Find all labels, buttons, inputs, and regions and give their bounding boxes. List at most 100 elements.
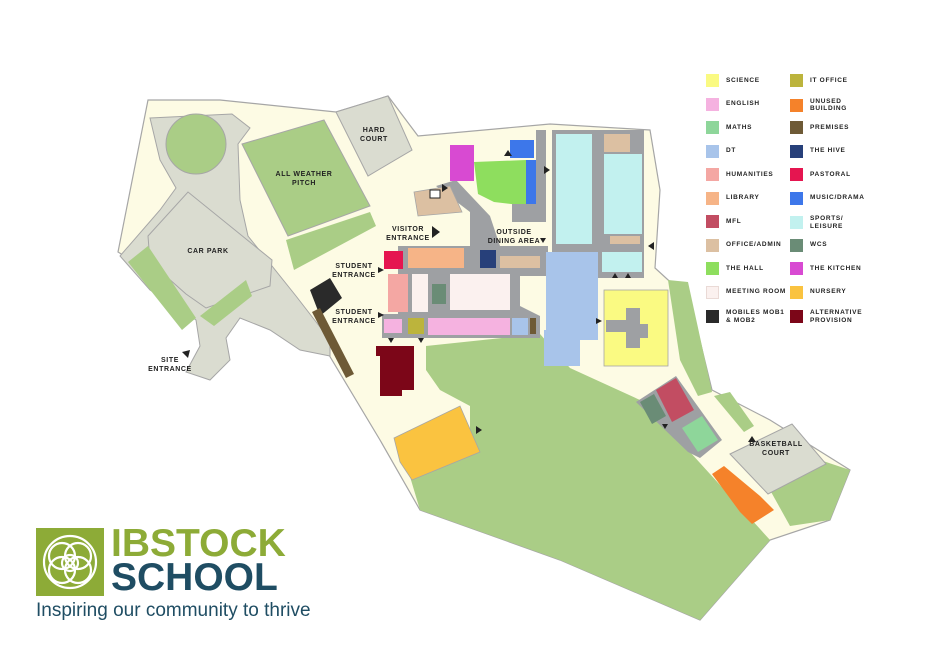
arrow-sports-3 (612, 273, 618, 278)
legend-label: SCIENCE (726, 76, 760, 84)
legend-item: MOBILES MOB1 & MOB2 (706, 309, 790, 324)
legend-swatch (706, 215, 719, 228)
legend-item: THE HIVE (790, 144, 874, 158)
humanities-block (388, 274, 408, 312)
svg-text:ENTRANCE: ENTRANCE (148, 366, 192, 373)
dining-arrow-1 (504, 150, 512, 156)
student-entrance-2-label-2: ENTRANCE (332, 318, 376, 325)
corridor-music (512, 130, 546, 222)
legend-item: ALTERNATIVE PROVISION (790, 309, 874, 324)
svg-text:OUTSIDE: OUTSIDE (496, 229, 531, 236)
the-hall-block (474, 160, 528, 206)
legend-swatch (790, 144, 803, 158)
playing-field (408, 334, 770, 620)
roundabout-grass (165, 113, 227, 175)
pitch-grass-strip (286, 212, 376, 270)
english-block-west (384, 319, 402, 333)
legend-swatch (706, 191, 719, 205)
legend-item: UNUSED BUILDING (790, 98, 874, 113)
legend-label: NURSERY (810, 288, 847, 296)
legend-item: ENGLISH (706, 97, 790, 111)
legend-label: THE HALL (726, 264, 764, 272)
legend-swatch (706, 97, 719, 111)
legend-item: MUSIC/DRAMA (790, 191, 874, 205)
legend-swatch (790, 191, 803, 205)
legend-swatch (790, 262, 803, 275)
legend-label: DT (726, 147, 737, 155)
meeting-room-block (412, 274, 428, 312)
legend-label: THE HIVE (810, 147, 846, 155)
legend-label: ENGLISH (726, 100, 760, 108)
svg-text:ALL WEATHER: ALL WEATHER (276, 171, 333, 178)
legend-item: WCS (790, 238, 874, 252)
student-entrance-arrow-1 (378, 267, 384, 273)
arrow-basketball (748, 436, 756, 442)
legend-swatch (790, 310, 803, 323)
arrow-down-1 (388, 338, 394, 343)
sports-block-2 (604, 154, 642, 234)
grass-strip-corner (714, 392, 754, 432)
music-drama-block-2 (526, 160, 538, 208)
arrow-office-box (429, 189, 441, 199)
legend-item: PASTORAL (790, 168, 874, 181)
legend-swatch (790, 98, 803, 112)
legend-item: NURSERY (790, 285, 874, 299)
arrow-science (596, 318, 602, 324)
legend-swatch (790, 168, 803, 181)
legend-item: MFL (706, 215, 790, 228)
all-weather-pitch (241, 119, 371, 237)
legend-swatch (790, 74, 803, 87)
pastoral-block (384, 251, 403, 269)
svg-text:COURT: COURT (360, 136, 388, 143)
grass-strip-east (668, 280, 712, 396)
legend-swatch (706, 144, 719, 158)
arrow-nursery (476, 426, 482, 434)
pitch-label-2: PITCH (292, 180, 316, 187)
legend-label: SPORTS/ LEISURE (810, 215, 844, 230)
svg-text:ENTRANCE: ENTRANCE (332, 272, 376, 279)
svg-text:DINING AREA: DINING AREA (488, 238, 541, 245)
legend-item: OFFICE/ADMIN (706, 238, 790, 252)
svg-text:SITE: SITE (161, 357, 179, 364)
alternative-provision-block (376, 346, 414, 396)
legend-item: SPORTS/ LEISURE (790, 215, 874, 230)
legend-label: MATHS (726, 123, 753, 131)
legend-item: MATHS (706, 121, 790, 134)
legend-swatch (790, 285, 803, 299)
legend-swatch (706, 74, 719, 87)
legend-item: THE HALL (706, 262, 790, 275)
legend-label: PASTORAL (810, 170, 851, 178)
office-admin-sports (604, 134, 630, 152)
office-admin-sports-2 (610, 236, 640, 244)
svg-text:STUDENT: STUDENT (335, 263, 372, 270)
legend-swatch (706, 121, 719, 134)
office-admin-block-north (413, 185, 463, 217)
wcs-block-west (432, 284, 446, 304)
legend-item: LIBRARY (706, 191, 790, 205)
mfl-block (656, 378, 694, 422)
car-park-grass-right (200, 280, 252, 326)
premises-block (530, 318, 536, 334)
legend-item: SCIENCE (706, 74, 790, 87)
music-drama-block-1 (510, 140, 534, 158)
dining-area-label-2: DINING AREA (488, 238, 541, 245)
kitchen-block (450, 145, 474, 181)
grass-se (770, 460, 850, 526)
legend-label: HUMANITIES (726, 170, 774, 178)
basketball-court (729, 423, 827, 495)
legend-item: DT (706, 144, 790, 158)
legend-label: ALTERNATIVE PROVISION (810, 309, 863, 324)
legend-swatch (706, 285, 719, 299)
car-park-label: CAR PARK (187, 248, 228, 255)
legend-swatch (706, 262, 719, 275)
legend-swatch (706, 310, 719, 323)
hard-court-label-1: HARD (363, 127, 386, 134)
legend-label: IT OFFICE (810, 76, 848, 84)
svg-text:HARD: HARD (363, 127, 386, 134)
arrow-sports (648, 242, 654, 250)
car-park-grass-left (128, 246, 196, 330)
nursery-block (393, 405, 481, 481)
english-block-main (428, 318, 510, 335)
legend-label: WCS (810, 241, 828, 249)
